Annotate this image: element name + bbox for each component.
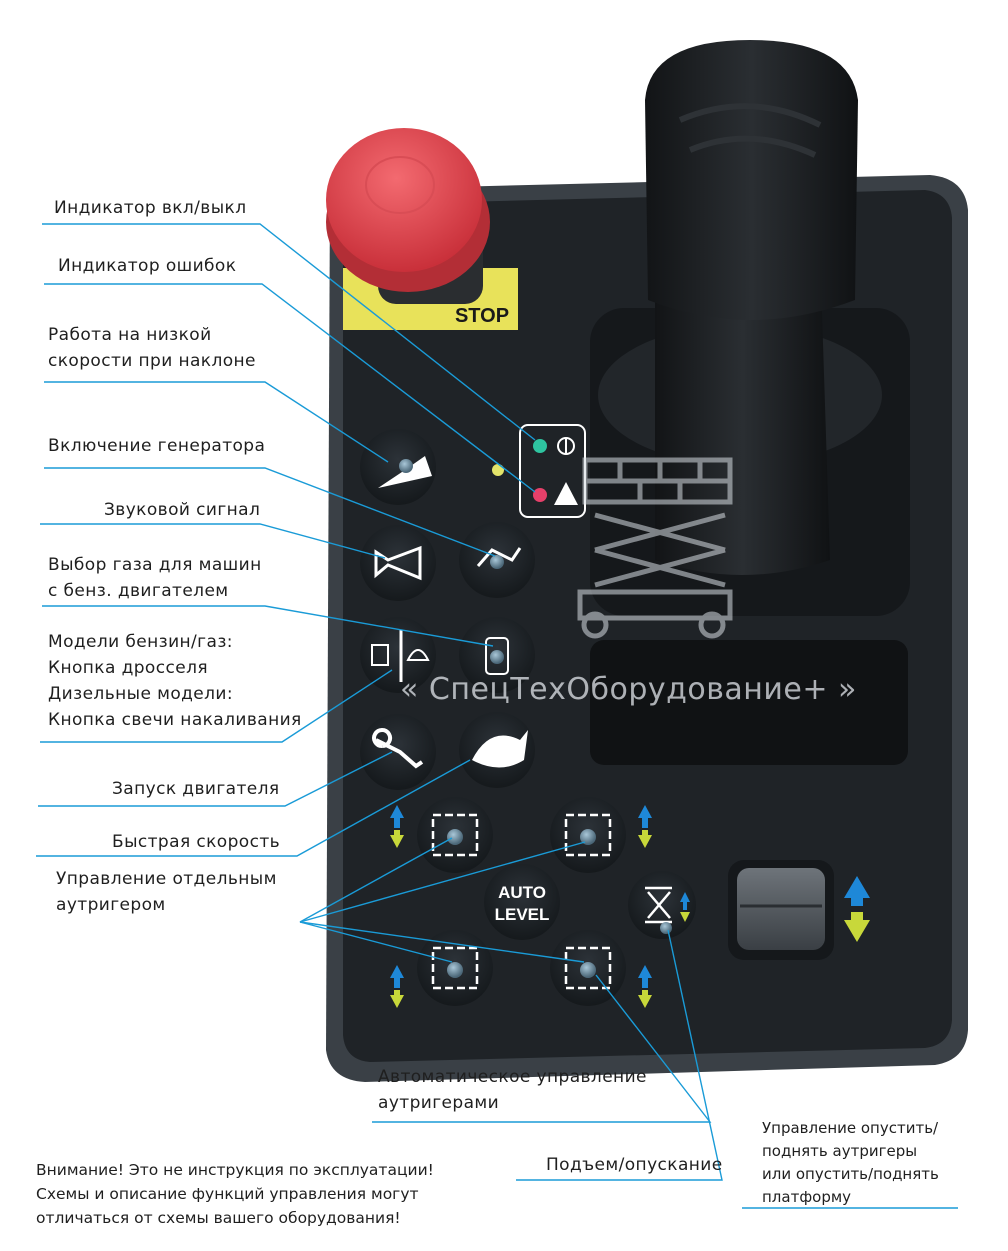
leader-start (38, 751, 393, 807)
horn-button[interactable] (360, 525, 436, 601)
choke-button[interactable] (360, 617, 436, 693)
leader-outrigger-rr (299, 921, 585, 963)
joystick-logo (678, 103, 822, 158)
stop-label: STOP (455, 305, 509, 327)
leader-outrigger-fr (299, 841, 586, 923)
label-engine-start: Запуск двигателя (112, 779, 280, 799)
label-rocker-2: поднять аутригеры (762, 1142, 918, 1160)
label-fast-speed: Быстрая скорость (112, 832, 281, 852)
leader-lift (516, 929, 723, 1181)
horn-icon (374, 545, 422, 581)
tilt-led (492, 464, 504, 476)
joystick-handle[interactable] (645, 40, 858, 320)
leader-horn (40, 523, 386, 559)
label-low-speed-2: скорости при наклоне (48, 351, 256, 371)
joystick-shaft (655, 250, 830, 575)
rocker-switch[interactable] (737, 868, 825, 950)
notice-line-3: отличаться от схемы вашего оборудования! (36, 1209, 401, 1227)
notice-line-1: Внимание! Это не инструкция по эксплуата… (36, 1161, 434, 1179)
watermark-logo (577, 457, 733, 639)
label-choke-1: Модели бензин/газ: (48, 632, 233, 652)
warning-icon (554, 482, 578, 505)
label-choke-2: Кнопка дросселя (48, 658, 208, 678)
tilt-button[interactable] (360, 429, 436, 505)
label-rocker-4: платформу (762, 1188, 852, 1206)
generator-icon (476, 547, 522, 567)
scissor-icon (645, 886, 672, 924)
arrow-group-lift (680, 892, 690, 922)
error-led (533, 488, 547, 502)
rabbit-icon (472, 730, 528, 768)
stop-button[interactable] (326, 128, 482, 272)
auto-level-button[interactable] (484, 864, 560, 940)
label-gas-2: с бенз. двигателем (48, 581, 229, 601)
label-low-speed-1: Работа на низкой (48, 325, 212, 345)
key-icon (372, 728, 424, 769)
stop-button-center (365, 156, 435, 214)
arrow-group-rl (390, 965, 404, 1008)
label-choke-4: Кнопка свечи накаливания (48, 710, 302, 730)
auto-level-line1: AUTO (498, 883, 546, 902)
label-outrigger-1: Управление отдельным (56, 869, 277, 889)
label-auto-1: Автоматическое управление (378, 1067, 647, 1087)
gas-cylinder-icon (485, 637, 509, 675)
watermark-text: « СпецТехОборудование+ » (400, 672, 857, 707)
label-choke-3: Дизельные модели: (48, 684, 233, 704)
label-auto-2: аутригерами (378, 1093, 500, 1113)
leader-choke (40, 669, 393, 743)
leader-outrigger-rl (299, 921, 453, 963)
arrow-group-fr (638, 805, 652, 848)
leader-power (42, 223, 536, 441)
leader-error (44, 283, 536, 493)
arrow-group-rocker (844, 876, 870, 942)
label-rocker-1: Управление опустить/ (762, 1119, 939, 1137)
leader-outrigger-fl (299, 837, 453, 923)
leader-tilt (44, 381, 389, 463)
label-power-indicator: Индикатор вкл/выкл (54, 198, 247, 218)
label-error-indicator: Индикатор ошибок (58, 256, 237, 276)
label-horn: Звуковой сигнал (104, 500, 261, 520)
label-gas-1: Выбор газа для машин (48, 555, 262, 575)
leader-fast (36, 759, 471, 857)
choke-icon (371, 644, 389, 666)
power-led (533, 439, 547, 453)
arrow-group-rr (638, 965, 652, 1008)
label-lift-lower: Подъем/опускание (546, 1155, 723, 1175)
arrow-group-fl (390, 805, 404, 848)
leader-lines (36, 223, 958, 1209)
label-generator: Включение генератора (48, 436, 266, 456)
label-rocker-3: или опустить/поднять (762, 1165, 939, 1183)
label-outrigger-2: аутригером (56, 895, 166, 915)
glow-plug-icon (406, 649, 430, 661)
leader-gas (42, 605, 494, 647)
leader-generator (44, 467, 496, 557)
auto-level-line2: LEVEL (495, 905, 550, 924)
armrest-block (590, 640, 908, 765)
notice-line-2: Схемы и описание функций управления могу… (36, 1185, 419, 1203)
